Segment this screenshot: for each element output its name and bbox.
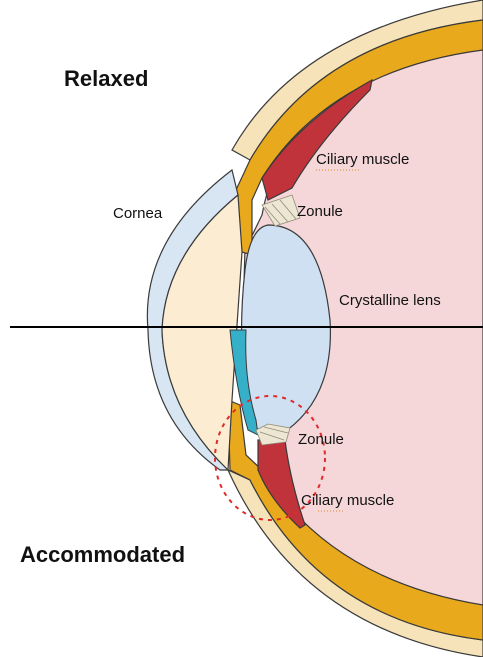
label-zonule-bottom: Zonule [298,431,344,448]
label-cornea: Cornea [113,205,163,222]
zonule-bottom [256,424,290,445]
label-ciliary-muscle-bottom: Ciliary muscle [301,492,394,509]
label-crystalline-lens: Crystalline lens [339,292,441,309]
label-zonule-top: Zonule [297,203,343,220]
label-accommodated: Accommodated [20,542,185,567]
label-ciliary-muscle-top: Ciliary muscle [316,151,409,168]
label-relaxed: Relaxed [64,66,148,91]
